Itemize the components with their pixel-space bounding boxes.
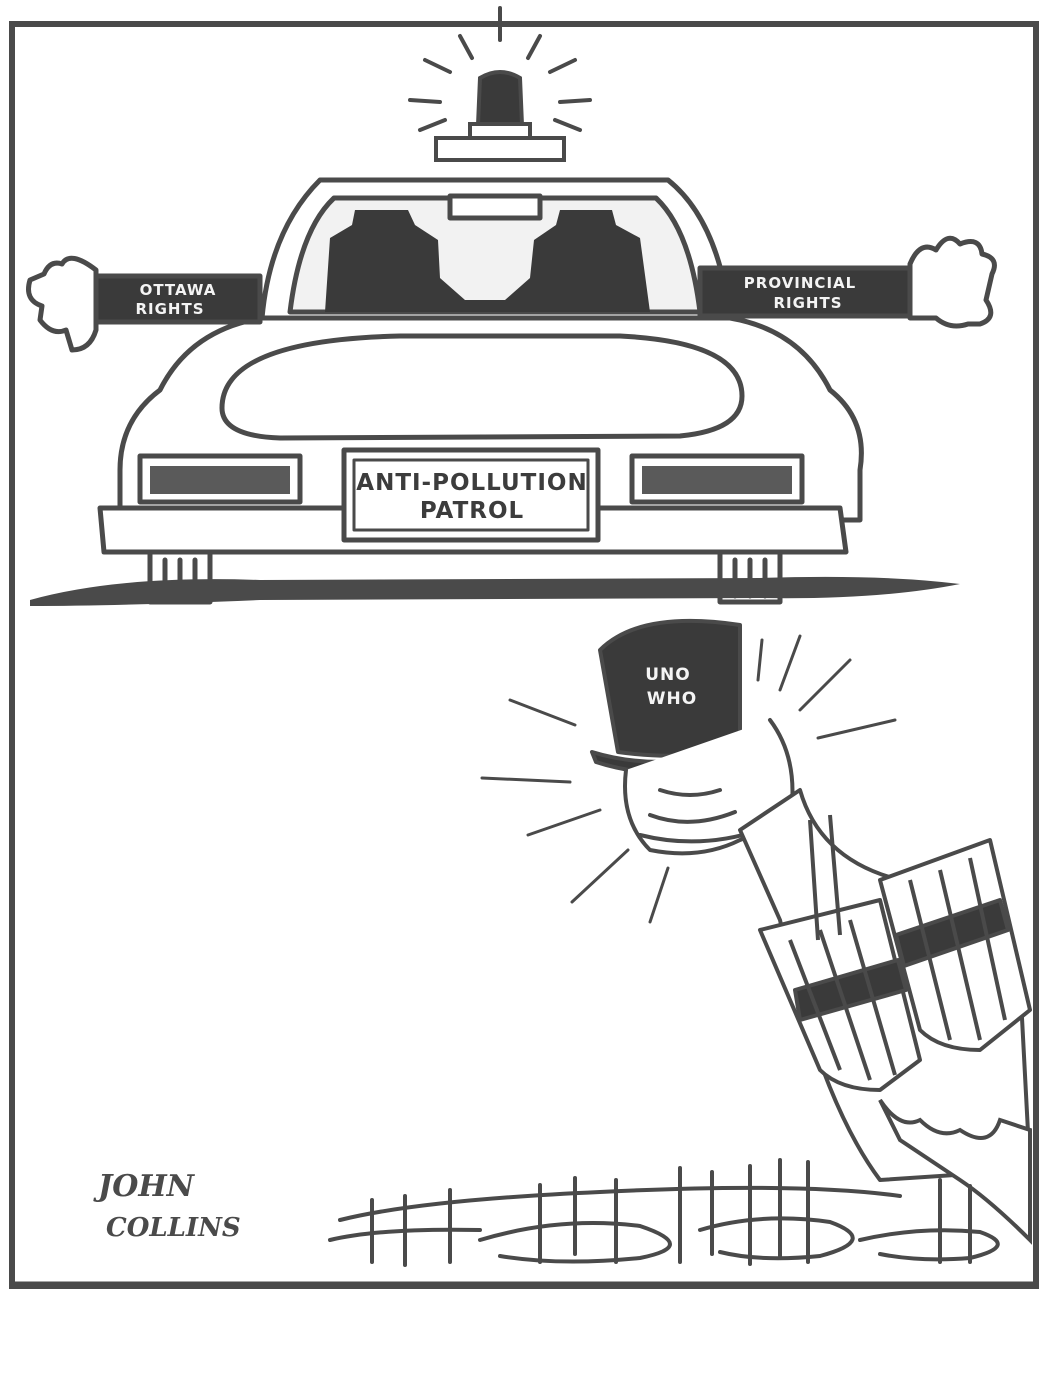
patrol-car-icon	[97, 177, 864, 605]
siren-light-icon	[408, 6, 592, 162]
signature-line1: JOHN	[93, 1169, 196, 1204]
hat-line1: UNO	[645, 665, 690, 685]
car-shadow	[30, 576, 960, 606]
right-arm	[697, 235, 997, 329]
plate-line1: ANTI-POLLUTION	[356, 470, 587, 496]
buckets-icon	[758, 814, 1032, 1092]
right-sleeve-line2: RIGHTS	[773, 294, 842, 312]
puddle	[328, 1158, 1000, 1267]
signature-line2: COLLINS	[106, 1213, 241, 1243]
left-sleeve-line1: OTTAWA	[140, 281, 217, 299]
left-sleeve-line2: RIGHTS	[135, 300, 204, 318]
action-rays	[480, 634, 897, 924]
left-arm	[26, 255, 263, 353]
hat-line2: WHO	[647, 689, 697, 709]
right-sleeve-line1: PROVINCIAL	[744, 274, 856, 292]
dripping-hand	[878, 1098, 1032, 1245]
plate-line2: PATROL	[420, 498, 524, 524]
